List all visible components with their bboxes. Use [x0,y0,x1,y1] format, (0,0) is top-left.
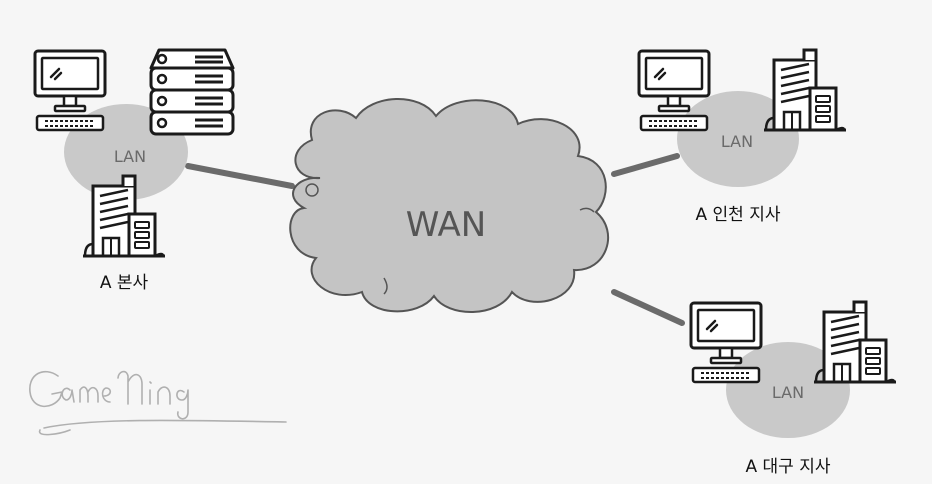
desktop-computer-icon [637,49,711,132]
lan-label-hq: LAN [114,147,146,166]
link-incheon-wan [611,153,680,177]
site-incheon: LAN A 인천 지사 [637,48,848,225]
lan-label-incheon: LAN [721,132,753,151]
wan-cloud [289,98,610,313]
lan-ellipse-incheon [677,91,799,187]
office-building-icon [762,48,848,132]
desktop-computer-icon [689,301,763,384]
desktop-computer-icon [33,49,107,132]
link-hq-wan [185,163,295,189]
office-building-icon [812,300,898,384]
site-name-daegu: A 대구 지사 [746,457,831,477]
wan-label: WAN [406,205,486,245]
site-name-incheon: A 인천 지사 [696,205,781,225]
lan-ellipse-daegu [726,342,850,438]
link-daegu-wan [611,289,685,326]
site-daegu: LAN A 대구 지사 [689,300,898,477]
site-hq: LAN A 본사 [33,48,235,293]
signature-watermark [29,370,287,436]
site-name-hq: A 본사 [100,273,149,293]
server-rack-icon [149,48,235,136]
lan-label-daegu: LAN [772,383,804,402]
